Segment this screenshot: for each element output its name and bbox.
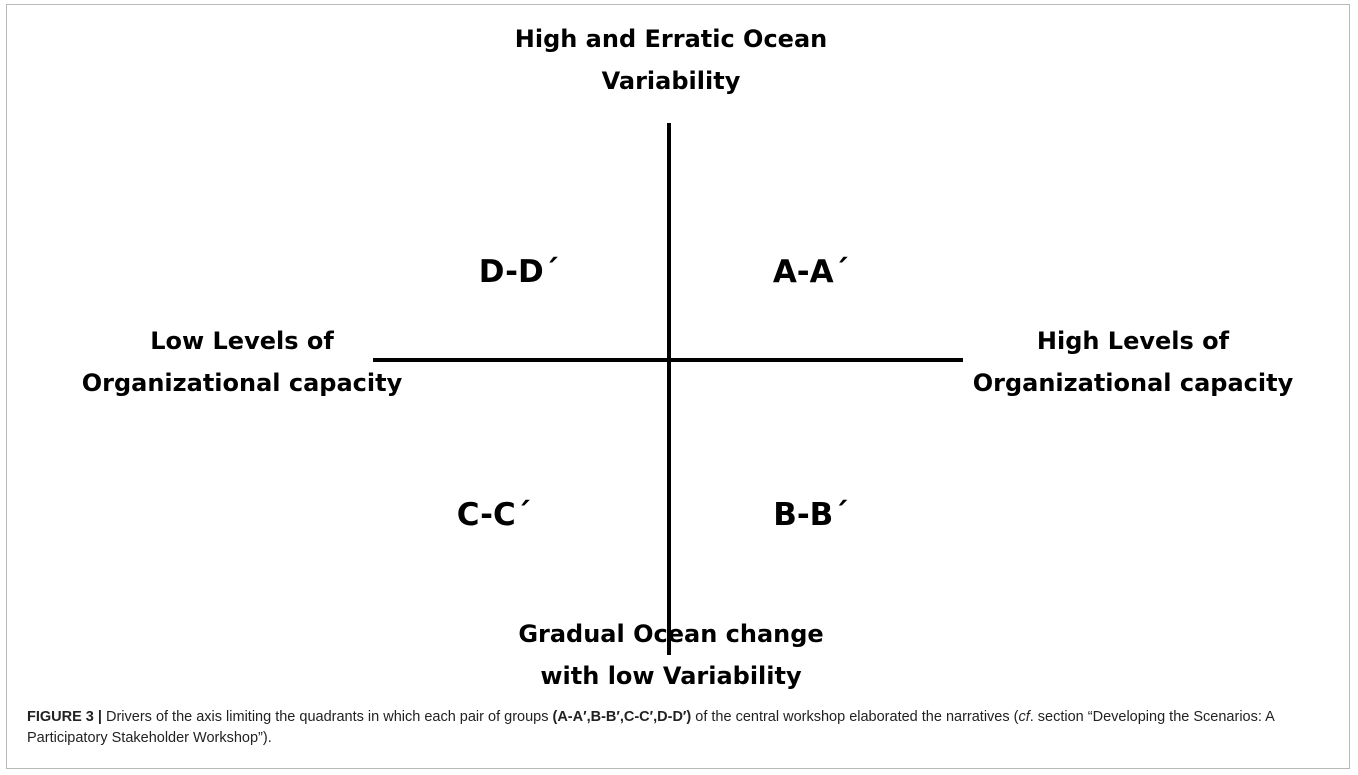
figure-frame: High and Erratic Ocean Variability Gradu… [6,4,1350,769]
bottom-axis-label-line2: with low Variability [540,662,802,690]
caption-cf: cf [1018,709,1030,725]
right-axis-label-line1: High Levels of [1037,327,1230,355]
quadrant-bottom-right-label: B-B´ [773,497,849,533]
caption-text-middle: of the central workshop elaborated the n… [691,709,1019,725]
bottom-axis-label-line1: Gradual Ocean change [518,620,823,648]
top-axis-label-line1: High and Erratic Ocean [515,25,827,53]
top-axis-label-line2: Variability [602,67,741,95]
quadrant-bottom-left-label: C-C´ [457,497,532,533]
caption-groups: (A-A′,B-B′,C-C′,D-D′) [552,709,692,725]
figure-caption: FIGURE 3 | Drivers of the axis limiting … [27,707,1327,749]
caption-text-before: Drivers of the axis limiting the quadran… [101,709,553,725]
left-axis-label-line1: Low Levels of [150,327,334,355]
figure-number: FIGURE 3 | [27,709,102,725]
left-axis-label-line2: Organizational capacity [82,369,403,397]
quadrant-top-left-label: D-D´ [479,254,559,290]
quadrant-diagram: High and Erratic Ocean Variability Gradu… [82,25,1294,690]
caption-text-after: . section “Developing the Scenarios: A P… [27,709,1274,746]
right-axis-label-line2: Organizational capacity [973,369,1294,397]
quadrant-top-right-label: A-A´ [773,254,849,290]
